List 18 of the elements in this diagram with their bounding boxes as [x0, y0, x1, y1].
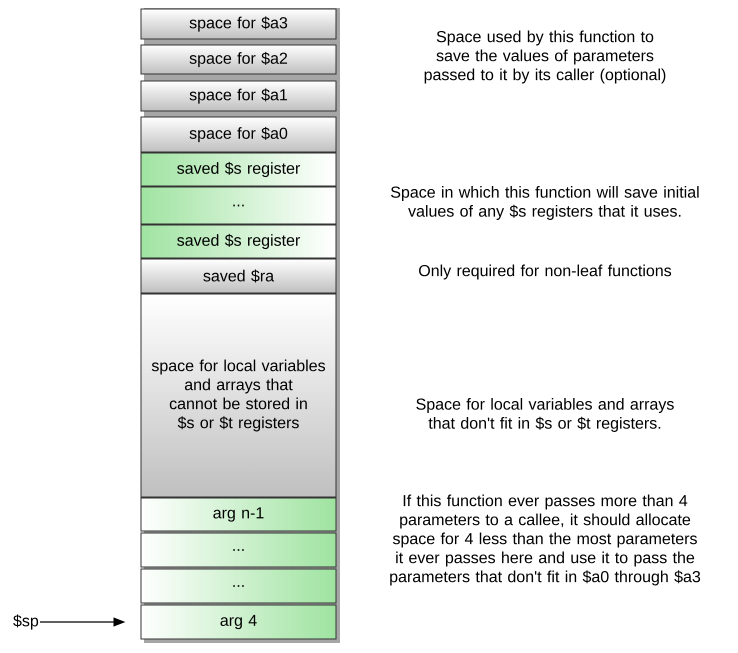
stack-cell: saved $ra: [140, 258, 336, 294]
description-text: Space used by this function to save the values of parameters passed to it by its caller (optional): [424, 30, 666, 84]
stack-cell: arg n-1: [140, 498, 336, 532]
description-text: Only required for non-leaf functions: [419, 264, 672, 280]
description-text: Space in which this function will save initial values of any $s registers that it uses.: [391, 186, 699, 220]
description-text: Space for local variables and arrays that don't fit in $s or $t registers.: [416, 398, 674, 432]
stack-cell: ...: [140, 532, 336, 568]
description-text: If this function ever passes more than 4 parameters to a callee, it should allocate space for 4 less than the most parameters it ever passes here and use it to pass the parameters that don't fit in $a0 through $a3: [390, 494, 700, 586]
stack-cell: space for $a1: [140, 80, 336, 112]
stack-cell: saved $s register: [140, 224, 336, 258]
stack-cell: ...: [140, 186, 336, 224]
stack-cell: arg 4: [140, 604, 336, 640]
stack-cell: space for $a3: [140, 8, 336, 40]
stack-cell: saved $s register: [140, 152, 336, 186]
stack-cell: ...: [140, 568, 336, 604]
stack-cell: space for $a2: [140, 44, 336, 74]
stack-cell: space for $a0: [140, 116, 336, 152]
pointer-label: $sp: [13, 614, 38, 630]
